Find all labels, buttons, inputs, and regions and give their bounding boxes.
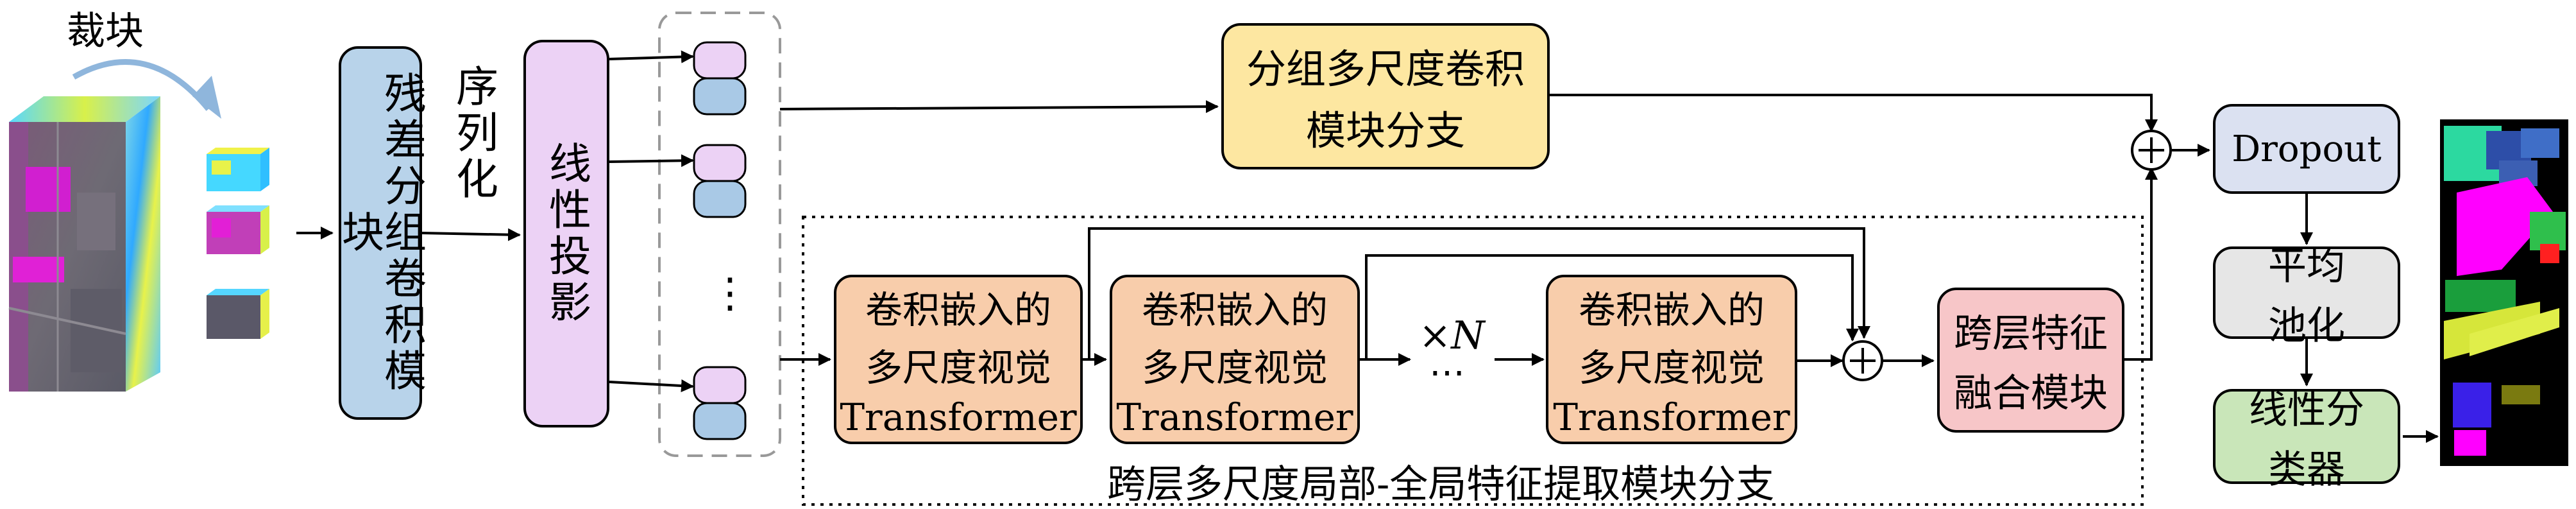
sum-node-inner [1842, 340, 1883, 381]
token-pair [693, 366, 747, 440]
hyperspectral-cube-image [8, 96, 160, 392]
repeat-hdots: ⋯ [1429, 352, 1465, 393]
pool-line-1: 平均 [2268, 244, 2345, 289]
transformer-block-n: 卷积嵌入的 多尺度视觉 Transformer [1546, 275, 1797, 444]
classification-map-image [2440, 119, 2568, 466]
repeat-variable: N [1451, 313, 1485, 358]
token-group-frame [658, 12, 781, 457]
average-pooling-box: 平均 池化 [2213, 244, 2400, 349]
token-vdots: ⋮ [709, 270, 750, 317]
arrow-projection-to-token-3 [609, 379, 694, 393]
linear-projection-box: 线性投影 [523, 40, 609, 427]
serialize-label: 序列化 [449, 64, 498, 203]
arrow-projection-to-token-1 [609, 50, 694, 64]
transformer-1-line-1: 卷积嵌入的 [865, 288, 1051, 332]
transformer-n-line-1: 卷积嵌入的 [1578, 288, 1765, 332]
residual-group-conv-label: 残差分组卷积模块 [335, 71, 427, 395]
transformer-2-line-1: 卷积嵌入的 [1141, 288, 1328, 332]
crop-arrow [72, 59, 211, 111]
classifier-line-1: 线性分 [2249, 388, 2364, 433]
token-pair [693, 144, 747, 218]
fusion-line-2: 融合模块 [1954, 371, 2108, 416]
sum-node-final [2131, 130, 2172, 171]
pool-line-2: 池化 [2268, 304, 2345, 349]
arrow-projection-to-token-2 [609, 154, 694, 168]
fusion-line-1: 跨层特征 [1954, 311, 2108, 356]
transformer-block-1: 卷积嵌入的 多尺度视觉 Transformer [834, 275, 1083, 444]
transformer-n-line-3: Transformer [1553, 395, 1790, 439]
skip-transformer-1-to-sum [1088, 227, 1870, 359]
transformer-1-line-3: Transformer [840, 395, 1077, 439]
arrow-group-branch-to-sum [1550, 94, 2158, 132]
token-pair [693, 41, 747, 116]
group-branch-line-2: 模块分支 [1305, 107, 1465, 154]
group-branch-line-1: 分组多尺度卷积 [1246, 46, 1525, 92]
skip-transformer-2-to-sum [1365, 254, 1859, 359]
patch-cube [207, 205, 269, 254]
patch-cube [207, 148, 269, 191]
local-global-branch-label: 跨层多尺度局部-全局特征提取模块分支 [1107, 462, 1775, 507]
arrow-tokens-to-group-branch [779, 100, 1219, 114]
repeat-times-sign: × [1419, 313, 1452, 358]
linear-classifier-box: 线性分 类器 [2213, 388, 2400, 492]
transformer-1-line-2: 多尺度视觉 [865, 346, 1051, 390]
residual-group-conv-box: 残差分组卷积模块 [335, 46, 427, 420]
cross-layer-fusion-box: 跨层特征 融合模块 [1937, 288, 2124, 433]
arrow-residual-to-projection [421, 228, 521, 241]
repeat-label: ×N [1419, 313, 1485, 358]
dropout-label: Dropout [2232, 128, 2382, 170]
linear-projection-label: 线性投影 [542, 141, 591, 326]
transformer-2-line-2: 多尺度视觉 [1141, 346, 1328, 390]
classifier-line-2: 类器 [2268, 447, 2345, 492]
transformer-block-2: 卷积嵌入的 多尺度视觉 Transformer [1110, 275, 1360, 444]
patch-cube [207, 289, 269, 339]
transformer-2-line-3: Transformer [1116, 395, 1353, 439]
crop-label: 裁块 [67, 9, 144, 54]
dropout-box: Dropout [2213, 104, 2400, 194]
transformer-n-line-2: 多尺度视觉 [1578, 346, 1765, 390]
arrow-fusion-to-final-sum [2124, 167, 2158, 361]
group-multiscale-conv-branch-box: 分组多尺度卷积 模块分支 [1221, 23, 1550, 169]
